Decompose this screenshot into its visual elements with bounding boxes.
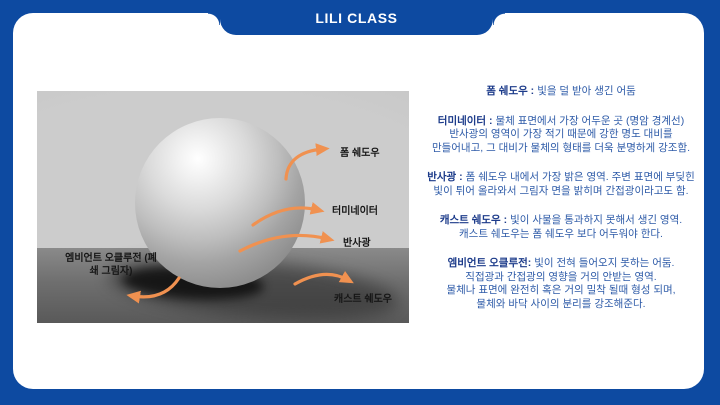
ambient-occlusion-text-4: 물체와 바닥 사이의 분리를 강조해준다. [476,297,646,310]
cast-shadow-term: 캐스트 쉐도우 : [439,214,508,226]
form-shadow-term: 폼 쉐도우 : [486,85,535,97]
terminator-term: 터미네이터 : [437,114,493,127]
terminator-text-3: 만들어내고, 그 대비가 물체의 형태를 더욱 분명하게 강조함. [431,141,691,154]
reflected-light-label: 반사광 [343,238,371,249]
cast-shadow-arrow [293,270,354,286]
tab-left-fillet [208,13,220,25]
reflected-light-text-1: 폼 쉐도우 내에서 가장 밝은 영역. 주변 표면에 부딪힌 [465,171,695,183]
form-shadow-label: 폼 쉐도우 [340,148,380,159]
definition-cast-shadow: 캐스트 쉐도우 :빛이 사물을 통과하지 못해서 생긴 영역. 캐스트 쉐도우는… [413,214,709,241]
terminator-text-2: 반사광의 영역이 가장 적기 때문에 강한 명도 대비를 [449,128,673,140]
reflected-light-arrow [238,231,335,253]
terminator-label: 터미네이터 [332,206,378,217]
terminator-arrow [251,202,325,227]
ambient-occlusion-term: 엠비언트 오클루전: [447,257,532,269]
ambient-occlusion-label-line1: 엠비언트 오클루전 [65,253,142,264]
definition-ambient-occlusion: 엠비언트 오클루전:빛이 전혀 들어오지 못하는 어둠. 직접광과 간접광의 영… [413,257,709,311]
ambient-occlusion-text-3: 물체나 표면에 완전히 혹은 거의 밀착 될때 형성 되며, [446,284,676,296]
ambient-occlusion-text-2: 직접광과 간접광의 영향을 거의 안받는 영역. [465,270,657,283]
terminator-text-1: 물체 표면에서 가장 어두운 곳 (명암 경계선) [495,114,685,127]
ambient-occlusion-text-1: 빛이 전혀 들어오지 못하는 어둠. [534,257,675,269]
annotation-arrows [126,143,354,304]
definitions-panel: 폼 쉐도우 :빛을 덜 받아 생긴 어둠 터미네이터 :물체 표면에서 가장 어… [413,85,709,327]
definition-reflected-light: 반사광 :폼 쉐도우 내에서 가장 밝은 영역. 주변 표면에 부딪힌 빛이 튀… [413,171,709,198]
header-tab: LILI CLASS [220,0,493,35]
sphere-study-image: 폼 쉐도우 터미네이터 반사광 캐스트 쉐도우 엠비언트 오클루전 (폐쇄 그림… [37,91,409,323]
brand-title: LILI CLASS [315,9,398,26]
reflected-light-text-2: 빛이 튀어 올라와서 그림자 면을 밝히며 간접광이라고도 함. [433,184,689,197]
cast-shadow-text-2: 캐스트 쉐도우는 폼 쉐도우 보다 어두워야 한다. [459,227,663,240]
ambient-occlusion-label: 엠비언트 오클루전 (폐쇄 그림자) [63,252,159,278]
definition-form-shadow: 폼 쉐도우 :빛을 덜 받아 생긴 어둠 [413,85,709,99]
reflected-light-term: 반사광 : [427,171,463,183]
ambient-occlusion-arrow [126,276,181,304]
sphere [135,118,305,288]
cast-shadow-text-1: 빛이 사물을 통과하지 못해서 생긴 영역. [510,214,683,226]
form-shadow-text: 빛을 덜 받아 생긴 어둠 [537,85,636,97]
ambient-occlusion-label-line2: (폐쇄 그림자) [89,253,157,277]
form-shadow-arrow [284,143,330,181]
cast-shadow-label: 캐스트 쉐도우 [334,294,392,305]
definition-terminator: 터미네이터 :물체 표면에서 가장 어두운 곳 (명암 경계선) 반사광의 영역… [413,115,709,156]
tab-right-fillet [493,13,505,25]
